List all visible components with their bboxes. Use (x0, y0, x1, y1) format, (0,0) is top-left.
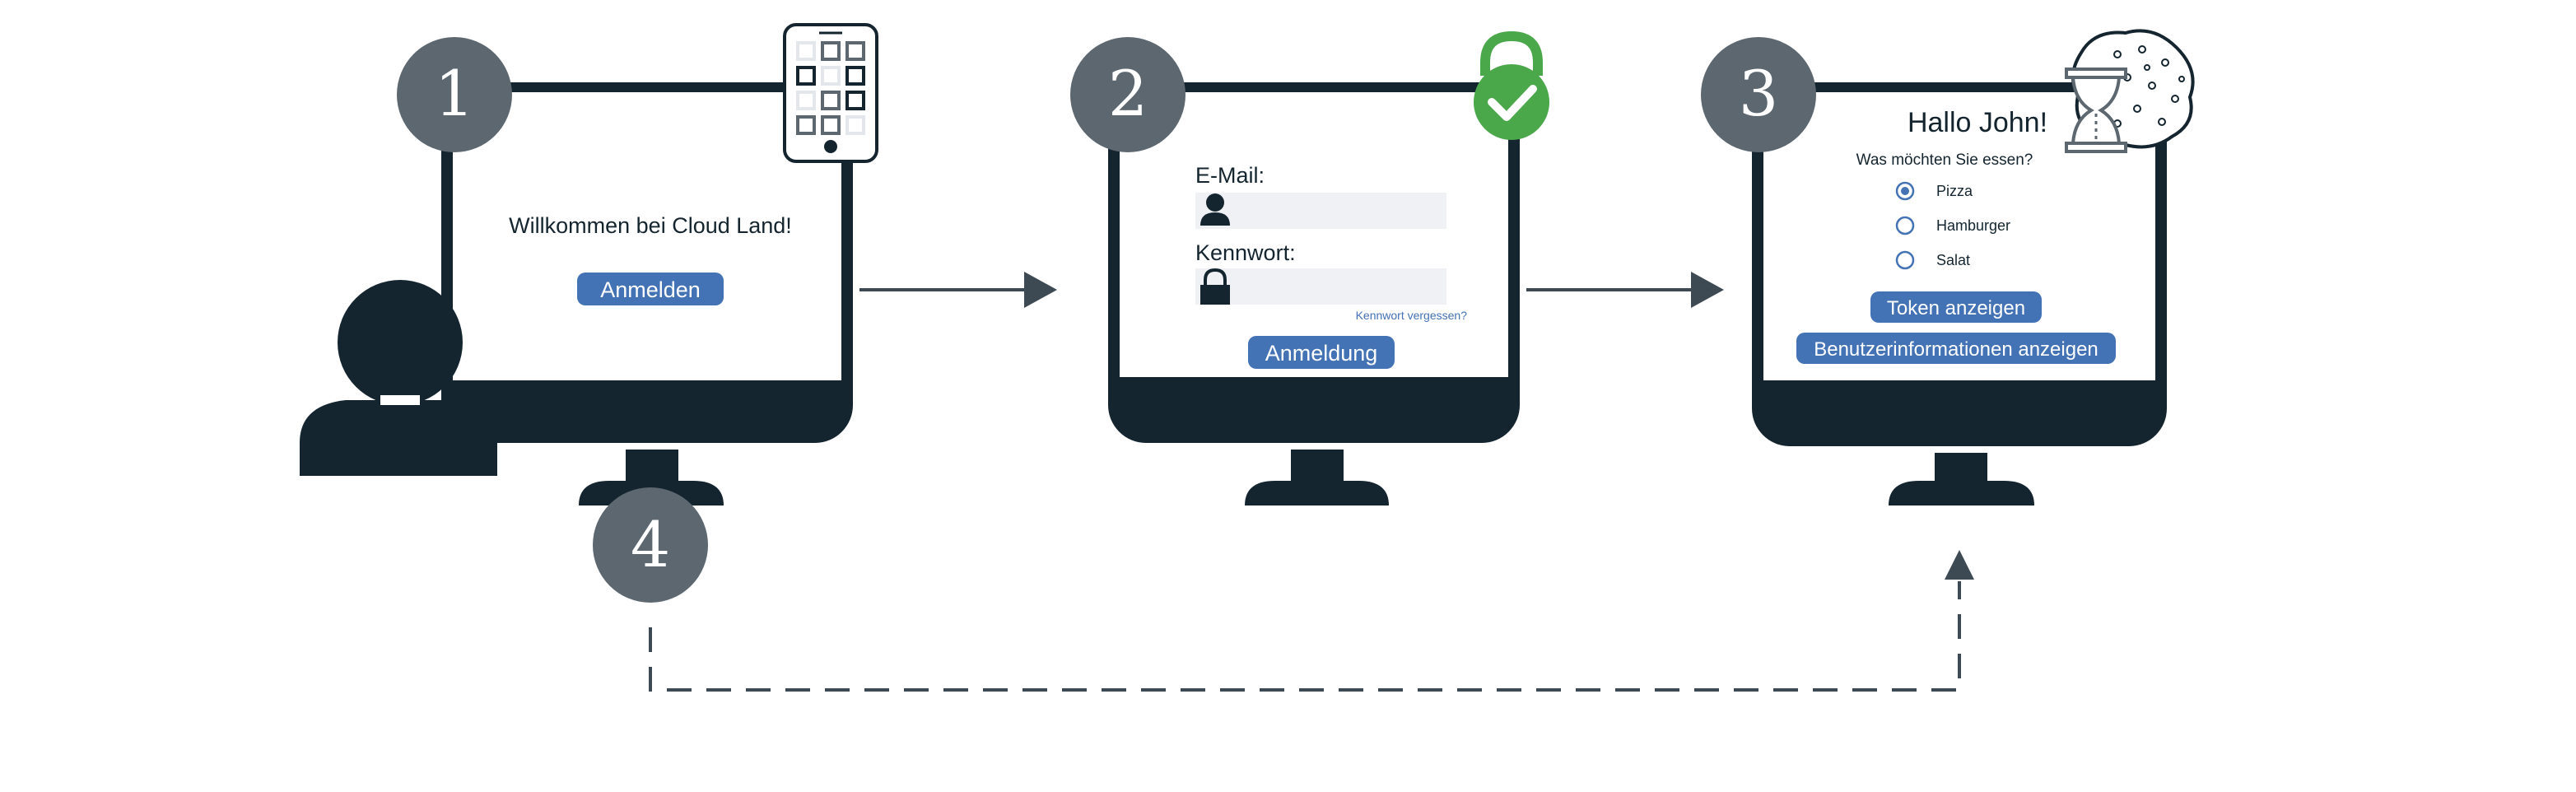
radio-option-pizza[interactable]: Pizza (1895, 181, 1973, 201)
radio-pizza-selected-dot (1901, 187, 1909, 195)
monitor-3-stand (1889, 481, 2034, 505)
lock-icon (1200, 285, 1230, 305)
step-1-number: 1 (435, 57, 474, 130)
monitor-1 (441, 82, 853, 505)
step-2-badge: 2 (1070, 37, 1186, 152)
radio-hamburger-label: Hamburger (1936, 217, 2010, 234)
question-text: Was möchten Sie essen? (1856, 151, 2033, 169)
dashed-arrow-4-to-3 (649, 550, 1974, 692)
radio-salat[interactable] (1895, 250, 1915, 270)
step-1-badge: 1 (397, 37, 512, 152)
radio-hamburger[interactable] (1895, 216, 1915, 235)
lock-icon-shackle (1204, 268, 1227, 287)
greeting-text: Hallo John! (1908, 107, 2047, 138)
userinfo-button[interactable]: Benutzerinformationen anzeigen (1796, 333, 2116, 364)
radio-salat-label: Salat (1936, 252, 1970, 268)
padlock-check-icon (1474, 30, 1549, 140)
authenticator-tablet-icon (783, 23, 878, 163)
radio-pizza-label: Pizza (1936, 183, 1973, 199)
forgot-password-link[interactable]: Kennwort vergessen? (1356, 309, 1468, 322)
email-label: E-Mail: (1195, 163, 1265, 188)
monitor-1-screen (453, 92, 841, 380)
anmeldung-button[interactable]: Anmeldung (1248, 336, 1395, 369)
step-3-number: 3 (1739, 57, 1778, 130)
monitor-2 (1108, 82, 1520, 505)
anmelden-button[interactable]: Anmelden (577, 273, 724, 305)
user-icon-body (1200, 212, 1230, 226)
userinfo-button-label: Benutzerinformationen anzeigen (1814, 338, 2099, 361)
password-field[interactable] (1195, 268, 1446, 305)
anmelden-button-label: Anmelden (600, 277, 701, 302)
radio-option-salat[interactable]: Salat (1895, 250, 1970, 270)
step-4-number: 4 (631, 508, 670, 581)
step-4-badge: 4 (593, 487, 708, 603)
password-label: Kennwort: (1195, 240, 1296, 265)
token-button[interactable]: Token anzeigen (1870, 291, 2042, 323)
anmeldung-button-label: Anmeldung (1265, 341, 1378, 366)
radio-option-hamburger[interactable]: Hamburger (1895, 216, 2010, 235)
welcome-text: Willkommen bei Cloud Land! (509, 213, 792, 238)
user-icon (1206, 193, 1224, 212)
arrow-1-to-2 (859, 272, 1057, 308)
monitor-2-neck (1291, 450, 1344, 482)
token-button-label: Token anzeigen (1887, 297, 2025, 319)
step-3-badge: 3 (1701, 37, 1816, 152)
hourglass-icon (2065, 68, 2127, 153)
monitor-2-screen (1120, 92, 1508, 377)
step-2-number: 2 (1108, 57, 1148, 130)
monitor-1-neck (626, 450, 678, 484)
user-silhouette-icon (300, 280, 497, 476)
email-field[interactable] (1195, 193, 1446, 229)
arrow-2-to-3 (1526, 272, 1724, 308)
monitor-3-neck (1935, 453, 1987, 482)
monitor-2-stand (1245, 481, 1389, 505)
